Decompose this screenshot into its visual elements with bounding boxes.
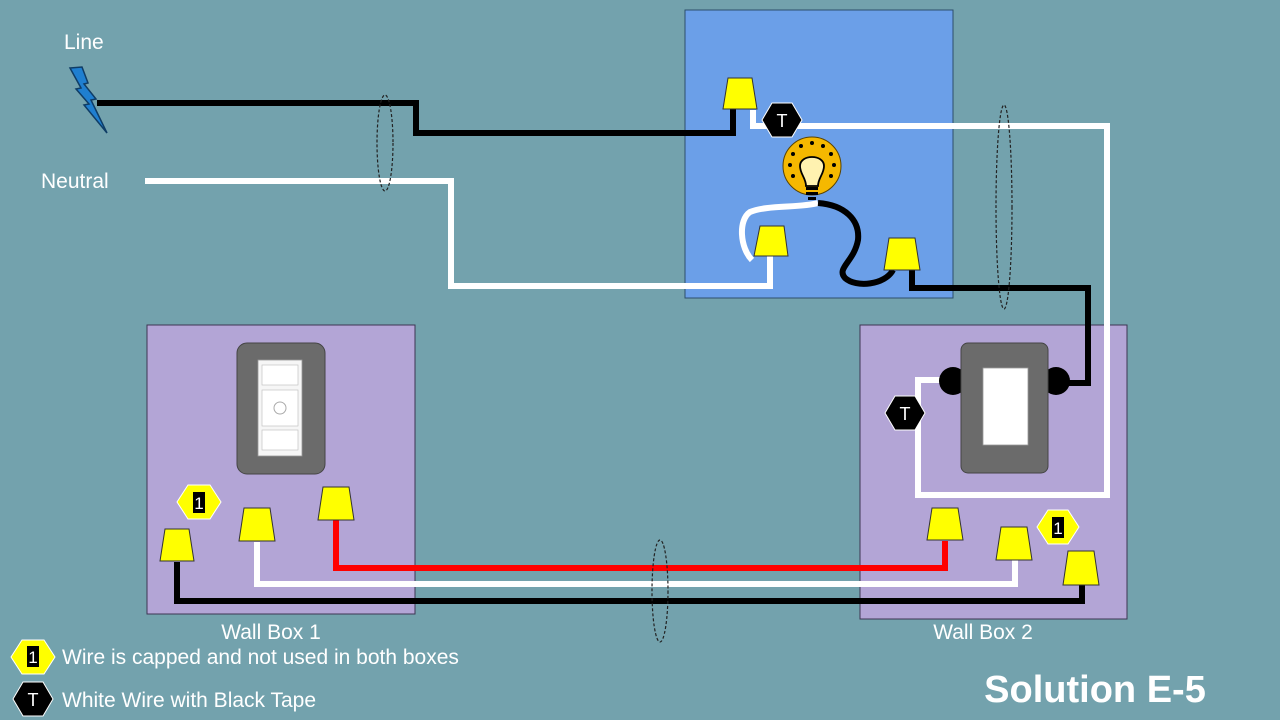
wire-nut (753, 225, 789, 257)
wire-nut (1062, 550, 1100, 586)
cable-bundle (995, 104, 1013, 310)
wire-nut (238, 507, 276, 542)
wire-nut (926, 507, 964, 541)
tape-marker: T (884, 395, 926, 431)
wire-nut (883, 237, 921, 271)
red-traveler-wire (333, 520, 948, 571)
wall-box-2-label: Wall Box 2 (933, 621, 1033, 644)
tape-marker: T (761, 102, 803, 138)
solution-title: Solution E-5 (984, 669, 1206, 711)
wall-switch-2 (939, 342, 1070, 474)
wire-nut (159, 528, 195, 562)
wires (97, 100, 1110, 604)
legend: 1 Wire is capped and not used in both bo… (10, 639, 459, 717)
capped-marker-label: 1 (1053, 519, 1062, 538)
taped-white-to-switch2 (750, 110, 1110, 498)
capped-marker-label: 1 (194, 494, 203, 513)
wire-nuts (159, 77, 1100, 586)
legend-tape-text: White Wire with Black Tape (62, 689, 316, 712)
line-label: Line (64, 31, 104, 54)
line-hot-wire (97, 100, 736, 136)
wire-nut (722, 77, 758, 110)
cable-bundle (651, 539, 669, 643)
legend-tape-marker: T (28, 690, 39, 710)
black-wire-between-boxes (174, 562, 1085, 604)
wire-nut (995, 526, 1033, 561)
wire-nut (317, 486, 355, 521)
cable-bundle (376, 94, 394, 192)
fixture-neutral-lead (739, 200, 819, 263)
tape-marker-label: T (777, 111, 788, 131)
line-neutral-wire (145, 178, 773, 289)
legend-tape-item: T White Wire with Black Tape (12, 681, 316, 717)
fixture-hot-lead (817, 200, 896, 287)
wall-box-1-label: Wall Box 1 (221, 621, 321, 644)
wall-control-1 (236, 342, 326, 475)
cable-bundles (376, 94, 1013, 643)
tape-marker-label: T (900, 404, 911, 424)
neutral-label: Neutral (41, 170, 109, 193)
light-bulb-icon (782, 136, 842, 200)
capped-marker: 1 (176, 484, 222, 520)
capped-marker: 1 (1036, 509, 1080, 545)
legend-capped-item: 1 Wire is capped and not used in both bo… (10, 639, 459, 675)
lightning-bolt-icon (68, 66, 108, 134)
legend-capped-text: Wire is capped and not used in both boxe… (62, 646, 459, 669)
white-wire-between-boxes (254, 542, 1018, 587)
legend-capped-marker: 1 (28, 648, 37, 667)
switched-hot-to-switch2 (909, 270, 1091, 386)
